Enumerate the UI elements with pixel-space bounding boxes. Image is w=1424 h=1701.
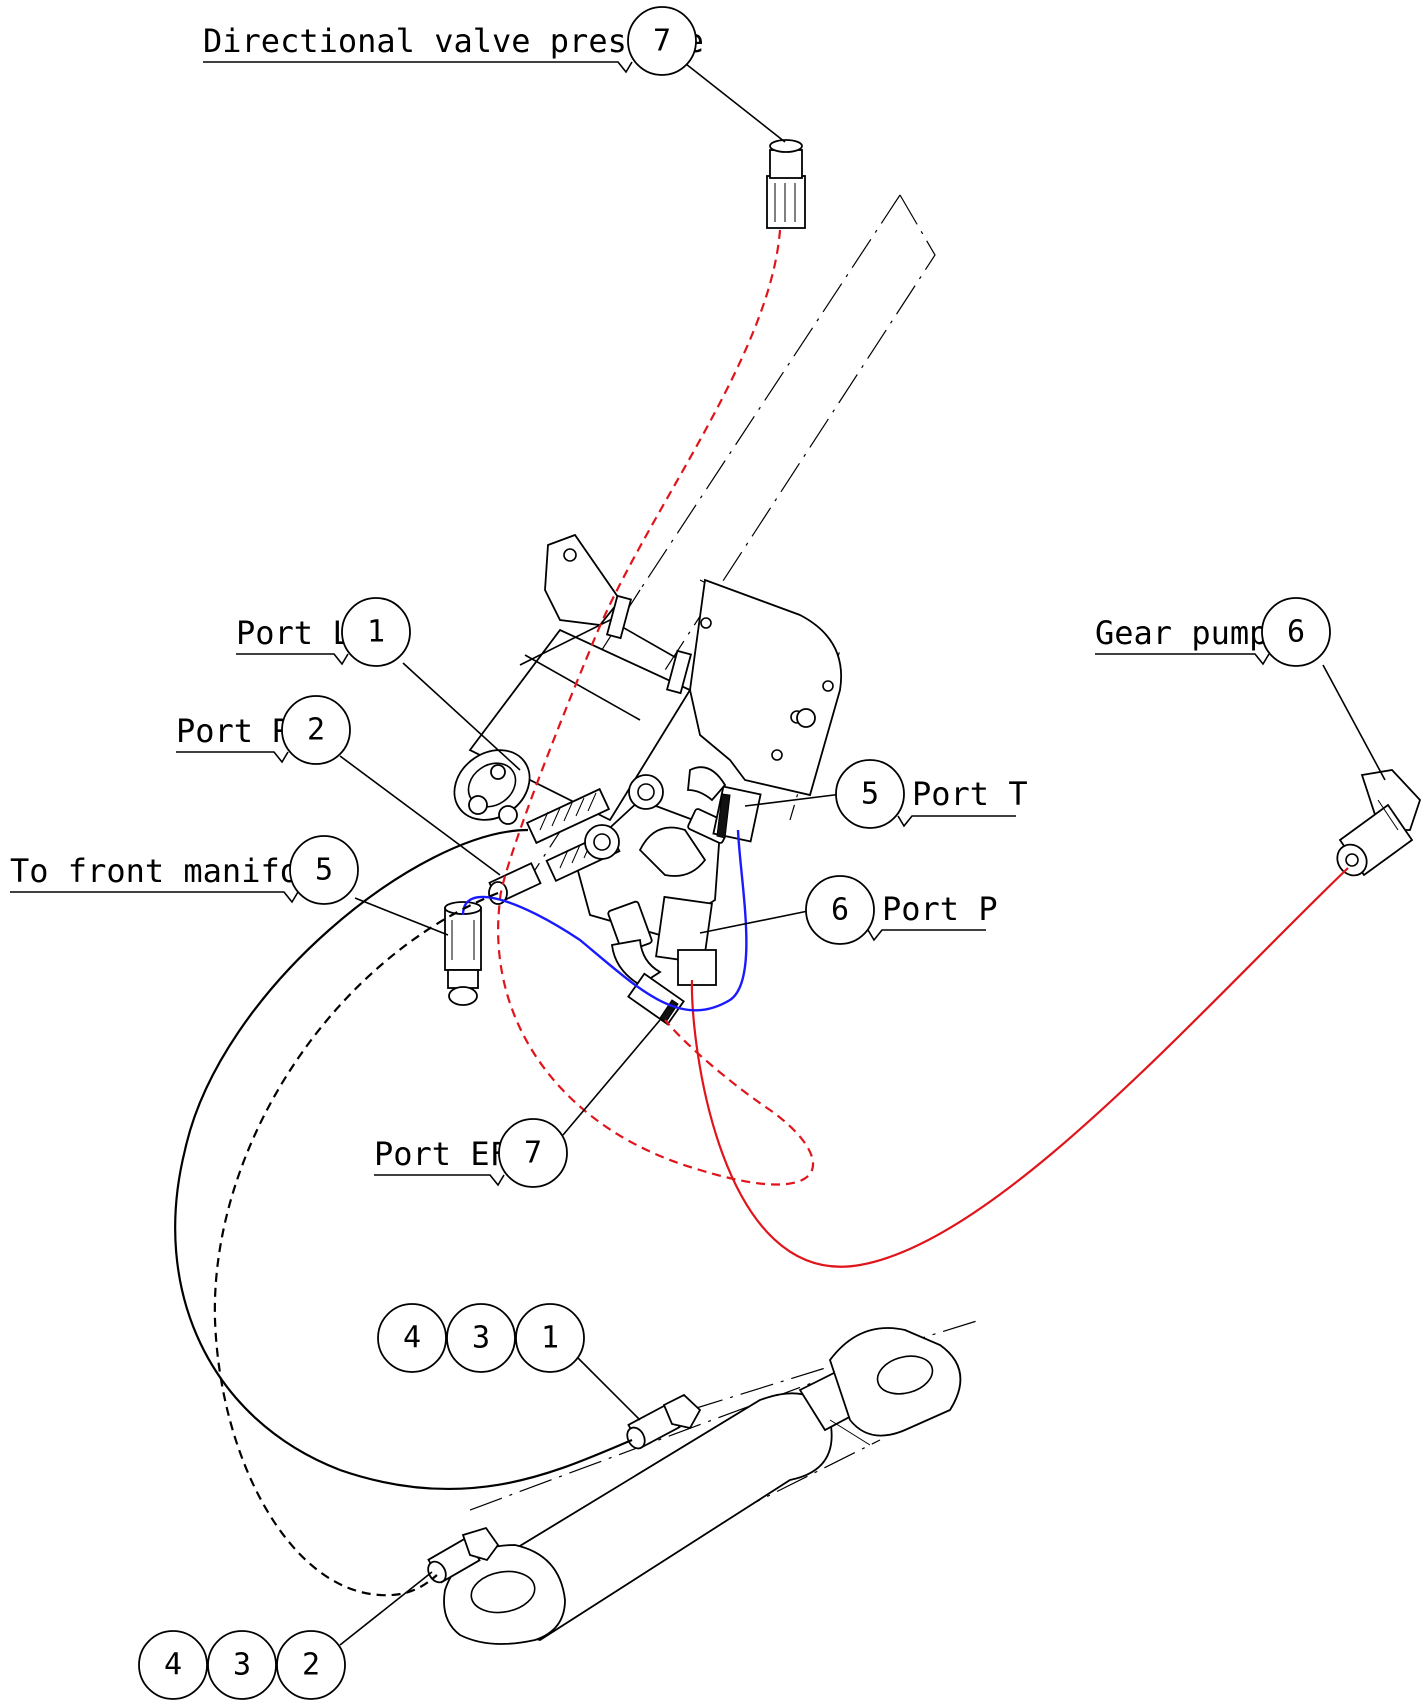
item-number: 2: [307, 713, 325, 748]
item-balloon: [805, 875, 875, 945]
item-number: 1: [367, 615, 385, 650]
cylinder-hose-port-r: [213, 891, 499, 1597]
directional-valve-pressure-fitting: [766, 139, 806, 229]
cylinder-upper-port-fitting: [626, 1393, 702, 1450]
item-number: 5: [861, 777, 879, 812]
port-l-fitting: [525, 774, 664, 845]
item-number: 4: [403, 1321, 421, 1356]
item-number: 4: [164, 1648, 182, 1683]
callout-gear-pump: Gear pump 6: [1095, 597, 1331, 667]
callout-cylinder-fitting-upper: 4 3 1: [377, 1303, 585, 1373]
callout-cylinder-fitting-lower: 4 3 2: [138, 1630, 346, 1700]
cylinder-hose-port-l: [174, 828, 633, 1491]
item-number: 7: [524, 1136, 542, 1171]
callout-port-ef: Port EF 7: [374, 1118, 568, 1188]
hoses: [174, 229, 1349, 1597]
port-r-fitting: [545, 824, 621, 882]
callout-port-r: Port R 2: [176, 695, 351, 765]
item-balloon: [341, 597, 411, 667]
callout-label: Port L: [236, 614, 352, 652]
callout-label: Port T: [912, 775, 1028, 813]
item-number: 3: [233, 1648, 251, 1683]
leader-lines: [339, 63, 1386, 1646]
callout-label: Port P: [882, 890, 998, 928]
item-balloon: [446, 1303, 516, 1373]
callout-port-t: 5 Port T: [835, 759, 1028, 829]
callout-port-p: 6 Port P: [805, 875, 998, 945]
item-number: 2: [302, 1648, 320, 1683]
callout-directional-valve-pressure: Directional valve pressure 7: [203, 6, 704, 76]
hydraulic-cylinder: [443, 1327, 962, 1645]
callout-port-l: Port L 1: [236, 597, 411, 667]
item-number: 7: [653, 24, 671, 59]
callout-to-front-manifold: To front manifold 5: [10, 835, 359, 905]
item-number: 1: [541, 1321, 559, 1356]
pressure-hose-gear-pump: [690, 867, 1349, 1268]
callout-label: Directional valve pressure: [203, 22, 704, 60]
callout-label: Port R: [176, 712, 292, 750]
item-balloon: [498, 1118, 568, 1188]
to-front-manifold-fitting: [444, 901, 482, 1006]
cylinder-lower-port-fitting: [427, 1526, 500, 1584]
item-number: 5: [315, 853, 333, 888]
item-balloon: [377, 1303, 447, 1373]
item-number: 3: [472, 1321, 490, 1356]
item-balloon: [835, 759, 905, 829]
callout-label: Gear pump: [1095, 614, 1268, 652]
item-number: 6: [831, 893, 849, 928]
callout-label: Port EF: [374, 1135, 509, 1173]
item-balloon: [289, 835, 359, 905]
item-balloon: [281, 695, 351, 765]
item-balloon: [1261, 597, 1331, 667]
item-balloon: [276, 1630, 346, 1700]
pressure-hose-directional: [497, 229, 815, 1186]
item-number: 6: [1287, 615, 1305, 650]
item-balloon: [515, 1303, 585, 1373]
item-balloon: [627, 6, 697, 76]
callout-label: To front manifold: [10, 852, 338, 890]
item-balloon: [138, 1630, 208, 1700]
item-balloon: [207, 1630, 277, 1700]
gear-pump-fitting: [1336, 769, 1422, 877]
directional-valve-assembly: [453, 533, 842, 1026]
